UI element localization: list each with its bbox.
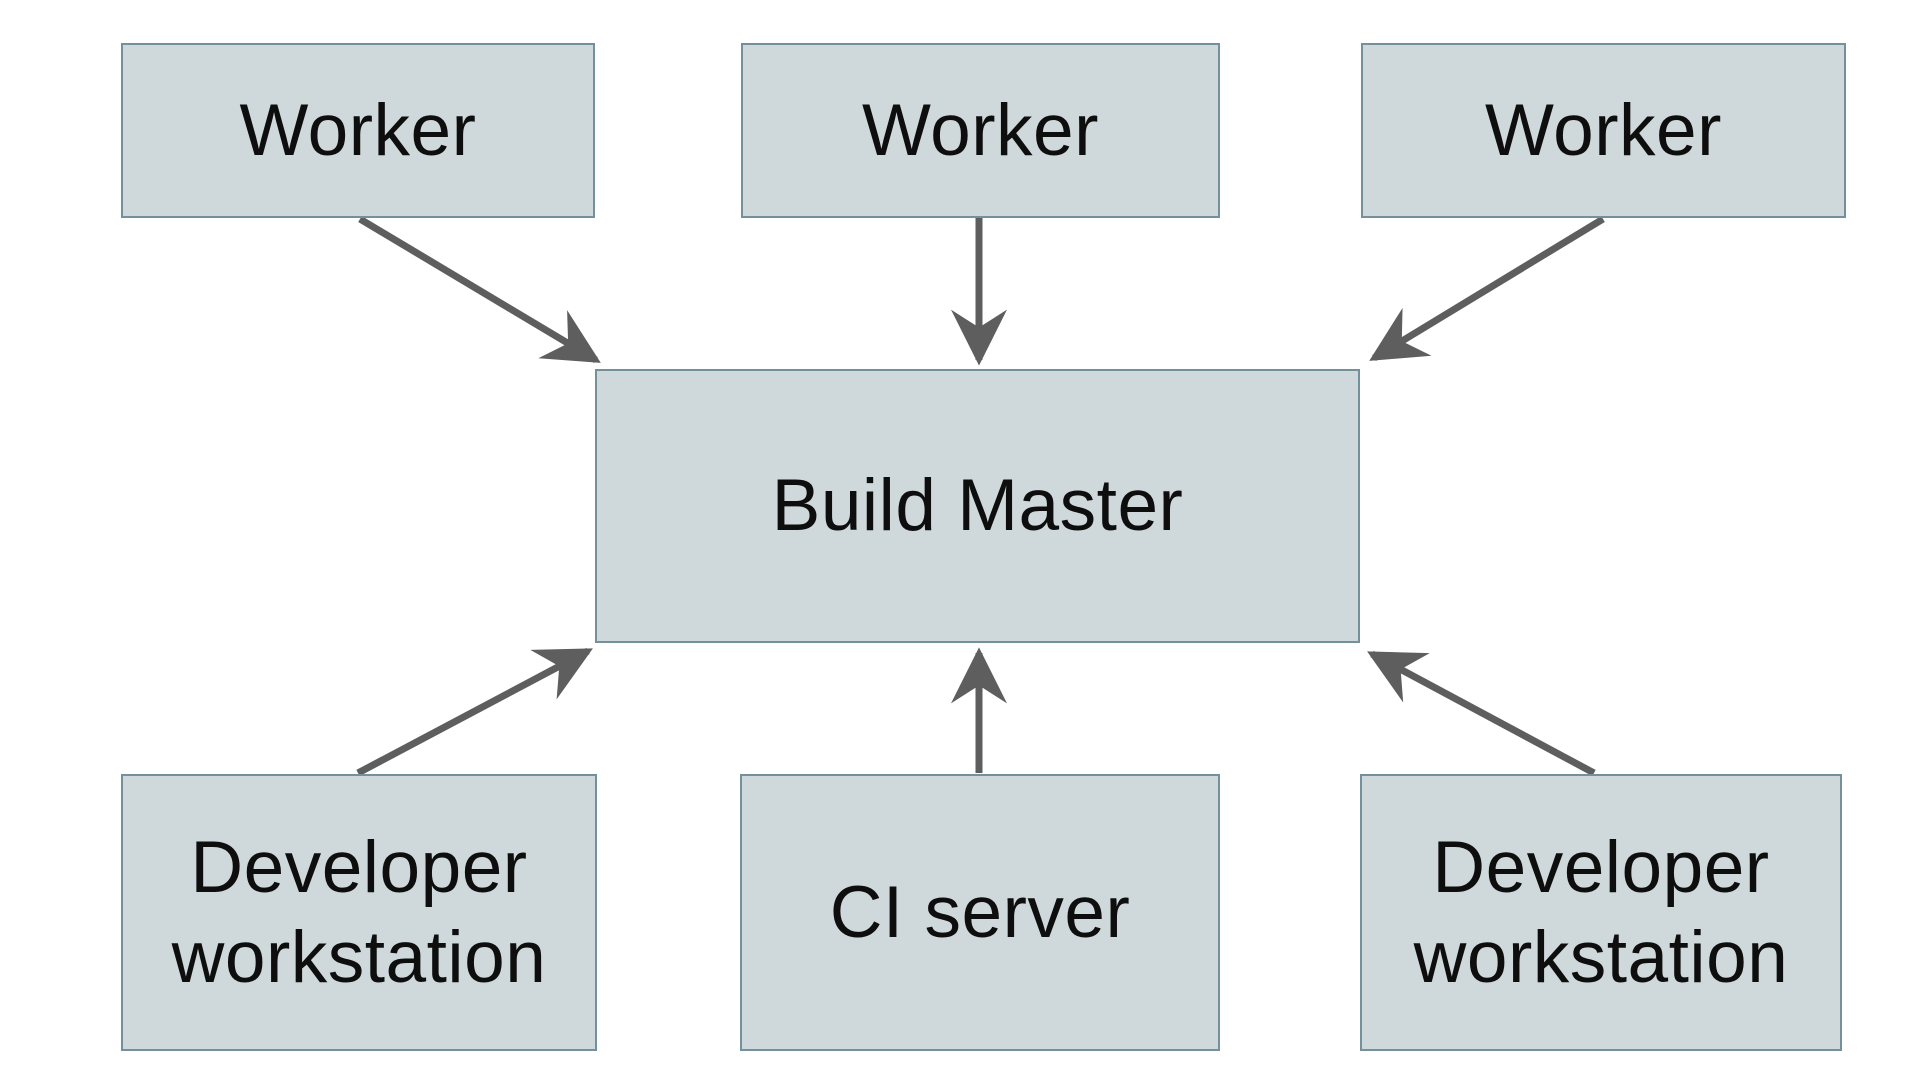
node-ci-server: CI server [740,774,1220,1051]
arrow-developer-workstation-left-to-build-master [356,647,593,777]
node-developer-workstation-left: Developer workstation [121,774,597,1051]
node-ci-server-label: CI server [829,871,1131,953]
node-worker-left: Worker [121,43,595,218]
node-worker-middle: Worker [741,43,1220,218]
node-worker-right: Worker [1361,43,1846,218]
node-worker-left-label: Worker [239,89,477,171]
arrow-worker-left-to-build-master [358,215,601,364]
node-build-master: Build Master [595,369,1360,643]
node-worker-right-label: Worker [1485,89,1722,171]
arrow-developer-workstation-right-to-build-master [1367,650,1596,777]
node-worker-middle-label: Worker [862,89,1099,171]
node-developer-workstation-right-label: Developer workstation [1413,827,1789,998]
node-build-master-label: Build Master [771,465,1184,547]
node-developer-workstation-left-label: Developer workstation [171,827,547,998]
node-developer-workstation-right: Developer workstation [1360,774,1842,1051]
arrow-worker-right-to-build-master [1369,216,1605,361]
